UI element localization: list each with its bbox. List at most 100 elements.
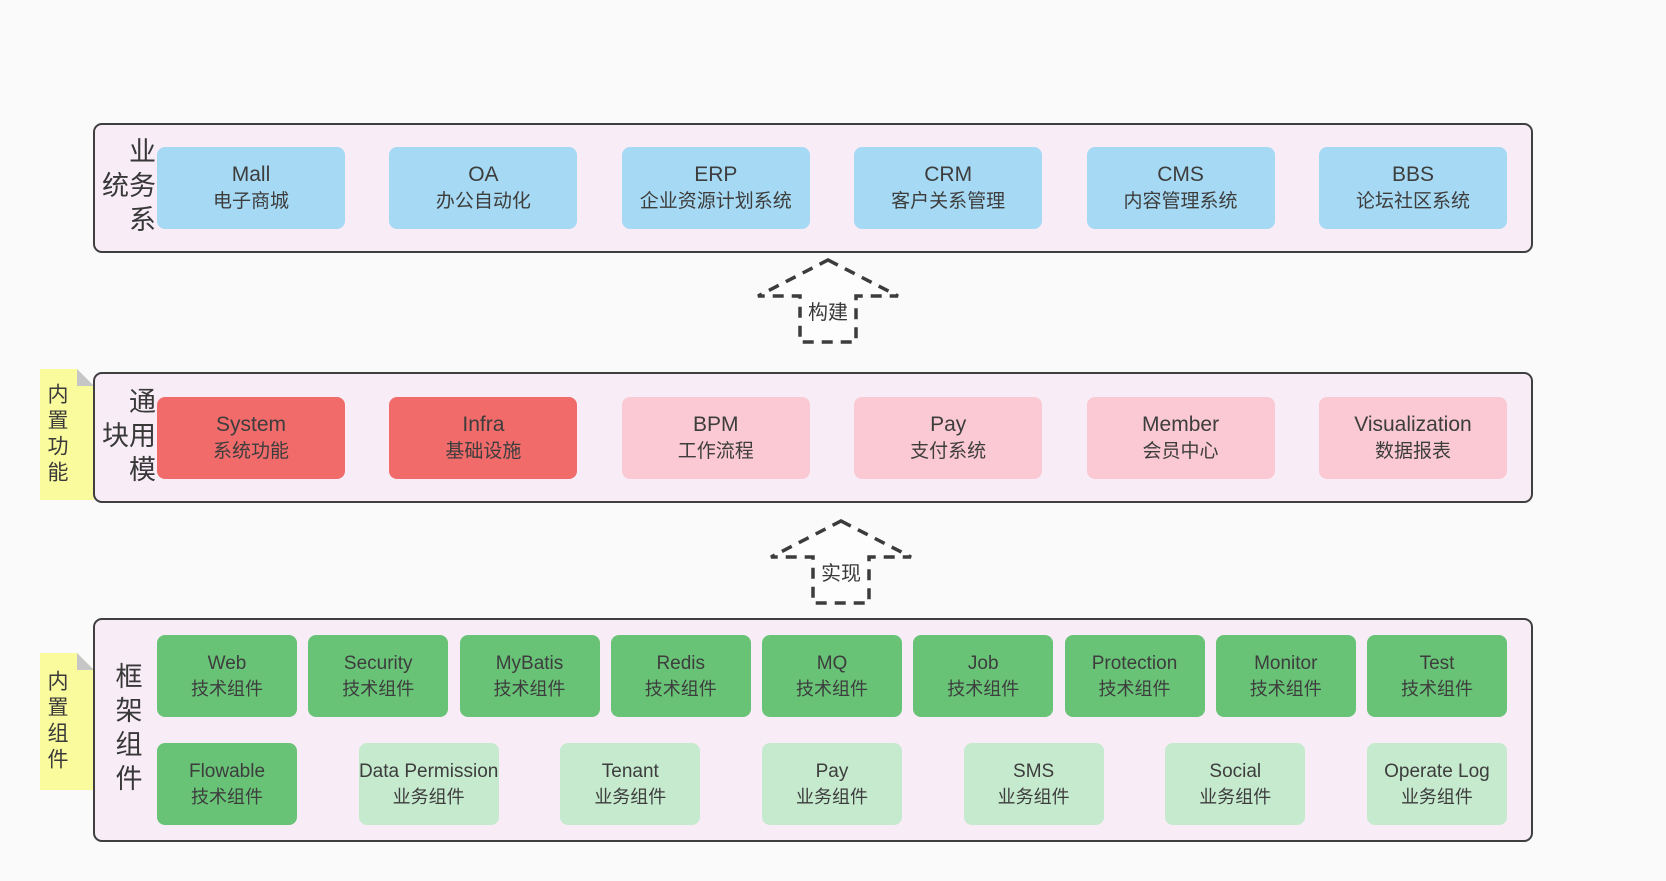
framework-components-boxes: Web 技术组件 Security 技术组件 MyBatis 技术组件 Redi… xyxy=(157,635,1531,825)
box-subtitle: 业务组件 xyxy=(1400,786,1473,807)
box-mq: MQ 技术组件 xyxy=(762,635,902,717)
business-systems-boxes: Mall 电子商城 OA 办公自动化 ERP 企业资源计划系统 CRM 客户关系… xyxy=(157,147,1531,229)
box-title: Web xyxy=(207,653,247,675)
box-title: BPM xyxy=(693,412,739,436)
box-title: Social xyxy=(1209,761,1262,783)
box-title: System xyxy=(215,412,286,436)
build-arrow: 构建 xyxy=(753,256,903,346)
band-label-common-modules: 通用模块 xyxy=(98,386,155,489)
box-subtitle: 业务组件 xyxy=(594,786,667,807)
box-test: Test 技术组件 xyxy=(1367,635,1507,717)
box-subtitle: 技术组件 xyxy=(191,678,263,699)
box-title: Protection xyxy=(1091,653,1178,675)
box-subtitle: 企业资源计划系统 xyxy=(639,191,792,213)
sticky-tag-fold-icon xyxy=(77,653,94,670)
sticky-tag-fold-icon xyxy=(77,369,94,386)
box-title: Pay xyxy=(815,761,849,783)
box-title: CMS xyxy=(1157,163,1204,186)
box-subtitle: 内容管理系统 xyxy=(1123,191,1238,213)
box-subtitle: 支付系统 xyxy=(910,440,987,462)
implement-arrow: 实现 xyxy=(766,517,916,607)
box-crm: CRM 客户关系管理 xyxy=(854,147,1043,229)
box-visualization: Visualization 数据报表 xyxy=(1318,396,1507,479)
box-subtitle: 系统功能 xyxy=(212,440,289,462)
box-title: Operate Log xyxy=(1384,761,1490,783)
box-subtitle: 业务组件 xyxy=(392,786,465,807)
box-subtitle: 工作流程 xyxy=(677,440,754,462)
box-subtitle: 业务组件 xyxy=(1199,786,1272,807)
build-arrow-label: 构建 xyxy=(805,296,851,325)
box-title: BBS xyxy=(1391,163,1434,186)
box-mall: Mall 电子商城 xyxy=(157,147,345,229)
box-title: SMS xyxy=(1013,761,1055,783)
box-title: CRM xyxy=(924,163,973,186)
band-label-framework-components: 框架组件 xyxy=(111,662,142,798)
box-oa: OA 办公自动化 xyxy=(389,147,578,229)
box-pay-system: Pay 支付系统 xyxy=(854,396,1043,479)
box-subtitle: 电子商城 xyxy=(212,191,289,213)
box-protection: Protection 技术组件 xyxy=(1064,635,1205,717)
box-title: Infra xyxy=(462,412,505,436)
box-title: Monitor xyxy=(1254,653,1318,675)
box-title: Test xyxy=(1419,653,1455,675)
box-subtitle: 业务组件 xyxy=(795,786,868,807)
box-subtitle: 数据报表 xyxy=(1374,440,1451,462)
box-title: Data Permission xyxy=(358,761,499,783)
box-data-permission: Data Permission 业务组件 xyxy=(358,743,499,825)
sticky-tag-builtin-features: 内置功能 xyxy=(40,369,94,500)
box-subtitle: 技术组件 xyxy=(342,678,415,699)
box-title: MQ xyxy=(816,653,848,675)
box-tenant: Tenant 业务组件 xyxy=(560,743,701,825)
band-label-business-systems: 业务系统 xyxy=(98,137,155,239)
box-job: Job 技术组件 xyxy=(913,635,1054,717)
box-title: OA xyxy=(468,163,499,186)
box-subtitle: 会员中心 xyxy=(1142,440,1219,462)
box-subtitle: 技术组件 xyxy=(796,678,868,699)
sticky-tag-label: 内置组件 xyxy=(45,669,68,774)
sticky-tag-builtin-components: 内置组件 xyxy=(40,653,94,790)
box-security: Security 技术组件 xyxy=(308,635,449,717)
box-bpm: BPM 工作流程 xyxy=(621,396,810,479)
box-subtitle: 技术组件 xyxy=(947,678,1020,699)
common-modules-boxes: System 系统功能 Infra 基础设施 BPM 工作流程 Pay 支付系统… xyxy=(157,396,1531,479)
box-member: Member 会员中心 xyxy=(1086,396,1275,479)
box-mybatis: MyBatis 技术组件 xyxy=(459,635,600,717)
box-title: Mall xyxy=(231,163,271,186)
box-subtitle: 技术组件 xyxy=(493,678,566,699)
box-web: Web 技术组件 xyxy=(157,635,297,717)
box-flowable: Flowable 技术组件 xyxy=(157,743,297,825)
box-subtitle: 论坛社区系统 xyxy=(1355,191,1470,213)
box-cms: CMS 内容管理系统 xyxy=(1086,147,1275,229)
box-title: MyBatis xyxy=(495,653,564,675)
box-title: Flowable xyxy=(188,761,266,783)
box-title: ERP xyxy=(694,163,738,186)
box-subtitle: 技术组件 xyxy=(1249,678,1322,699)
box-subtitle: 办公自动化 xyxy=(435,191,531,213)
box-title: Visualization xyxy=(1354,412,1472,436)
box-social: Social 业务组件 xyxy=(1165,743,1306,825)
box-redis: Redis 技术组件 xyxy=(610,635,751,717)
box-title: Member xyxy=(1142,412,1220,436)
box-title: Redis xyxy=(656,653,706,675)
sticky-tag-label: 内置功能 xyxy=(45,382,68,487)
band-business-systems: 业务系统 Mall 电子商城 OA 办公自动化 ERP 企业资源计划系统 CRM… xyxy=(93,123,1533,253)
box-title: Tenant xyxy=(601,761,659,783)
box-title: Pay xyxy=(930,412,967,436)
box-bbs: BBS 论坛社区系统 xyxy=(1318,147,1507,229)
box-subtitle: 业务组件 xyxy=(997,786,1070,807)
box-title: Job xyxy=(967,653,999,675)
box-operate-log: Operate Log 业务组件 xyxy=(1366,743,1507,825)
band-common-modules: 通用模块 System 系统功能 Infra 基础设施 BPM 工作流程 Pay… xyxy=(93,372,1533,503)
box-pay-component: Pay 业务组件 xyxy=(761,743,902,825)
box-subtitle: 技术组件 xyxy=(191,786,263,807)
box-subtitle: 技术组件 xyxy=(1401,678,1473,699)
implement-arrow-label: 实现 xyxy=(818,557,864,586)
box-subtitle: 客户关系管理 xyxy=(891,191,1006,213)
box-system: System 系统功能 xyxy=(157,396,345,479)
box-subtitle: 技术组件 xyxy=(1098,678,1171,699)
box-title: Security xyxy=(343,653,413,675)
box-sms: SMS 业务组件 xyxy=(963,743,1104,825)
box-monitor: Monitor 技术组件 xyxy=(1215,635,1356,717)
box-infra: Infra 基础设施 xyxy=(389,396,578,479)
